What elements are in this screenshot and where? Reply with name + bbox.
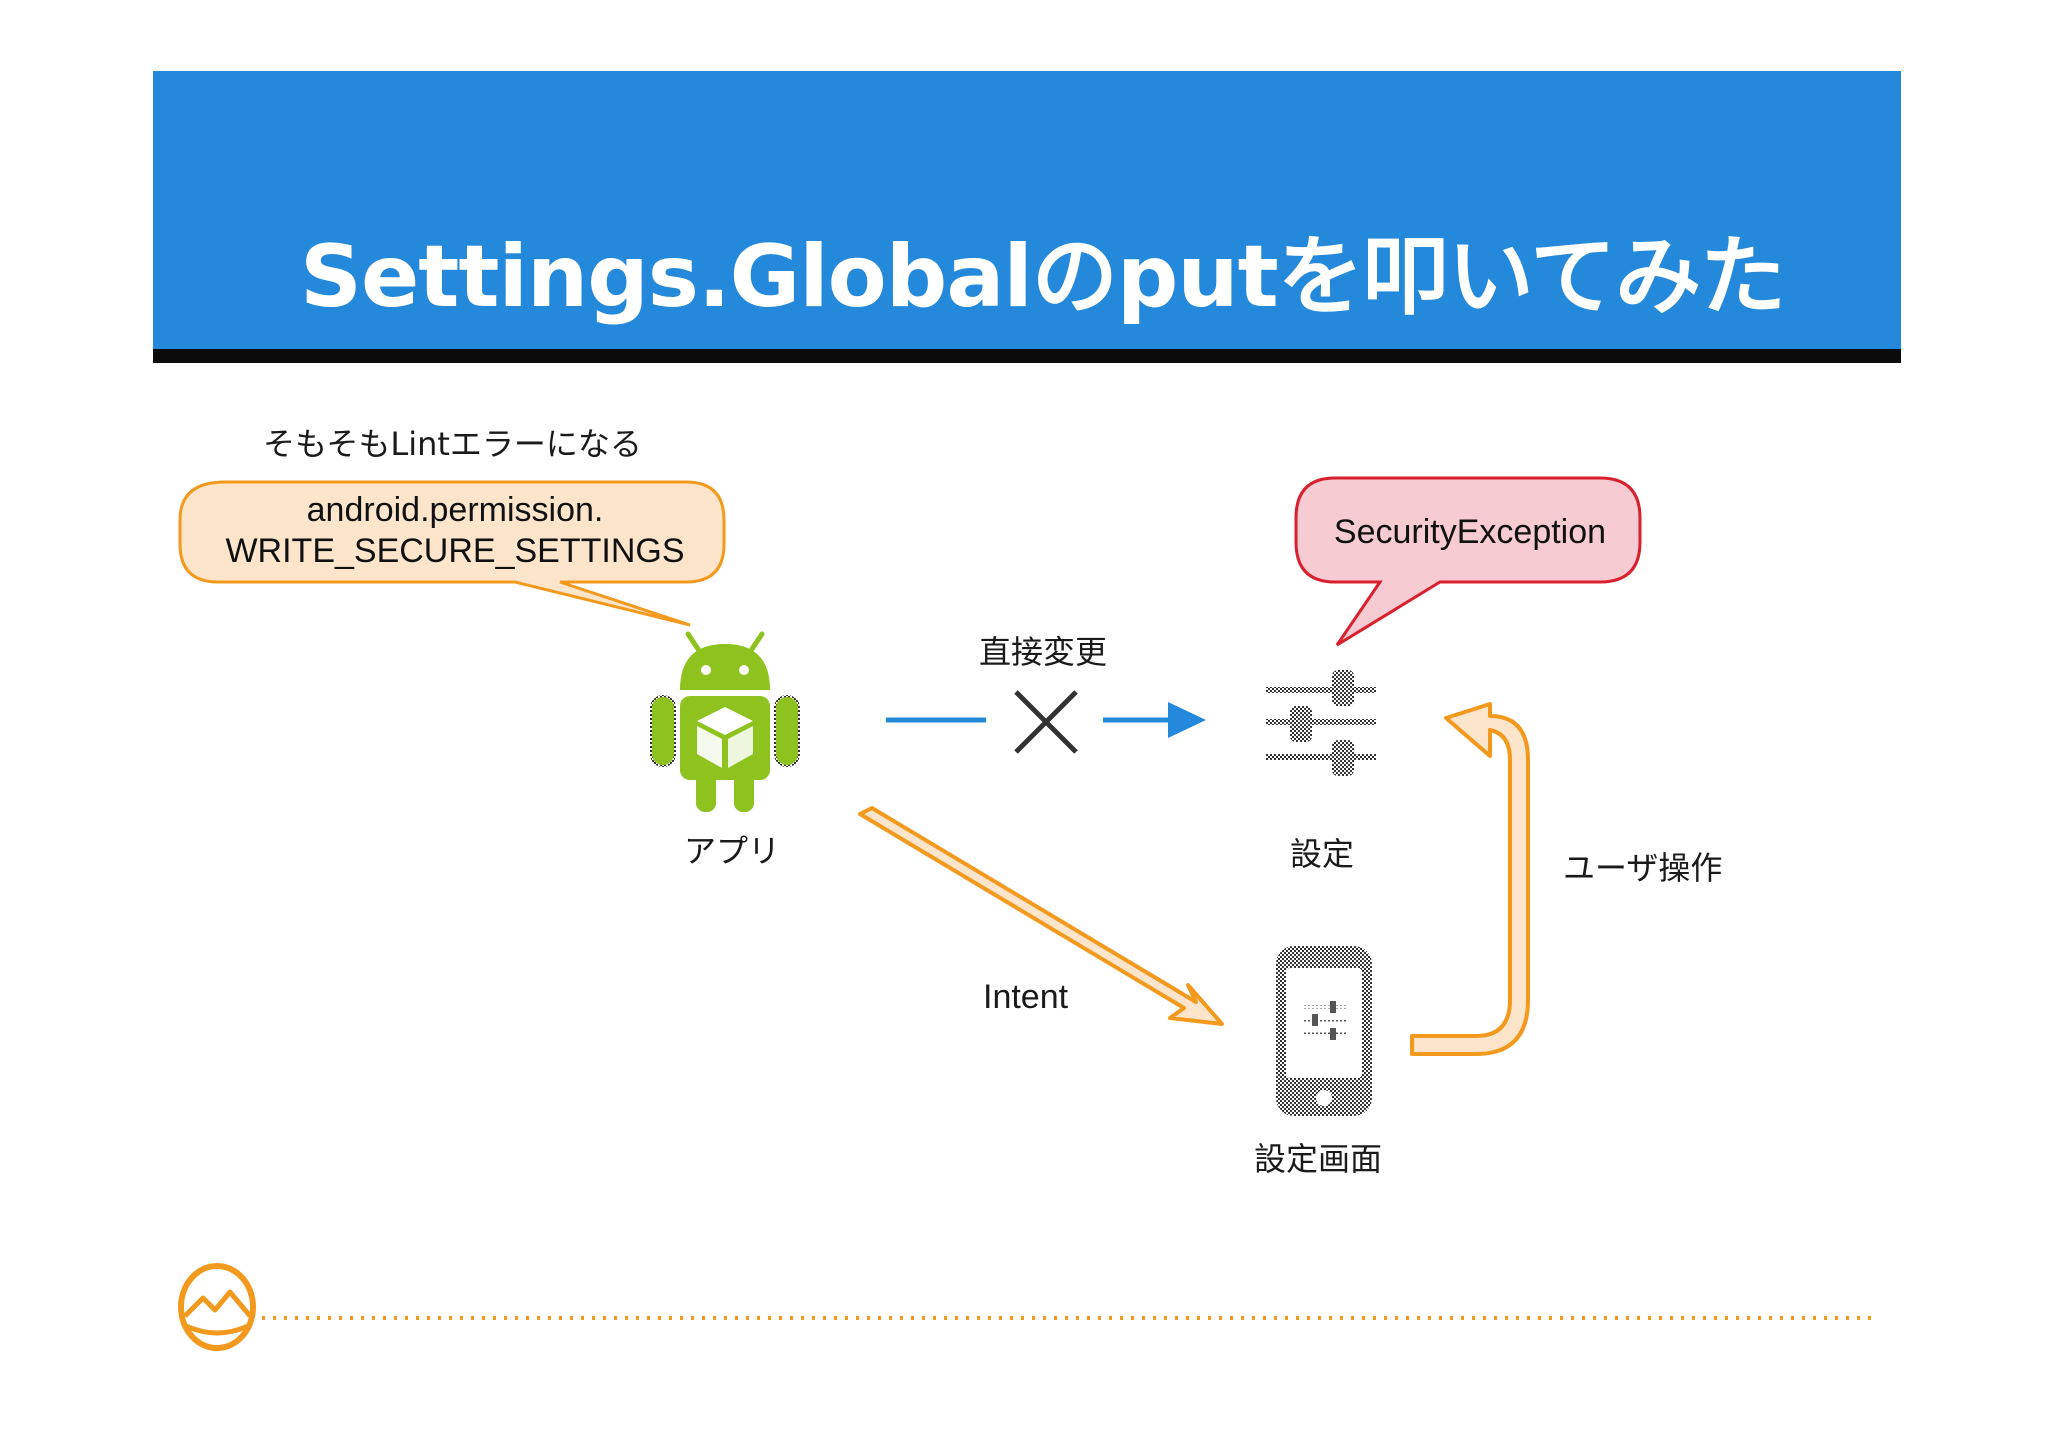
title-banner-rule <box>153 349 1901 363</box>
direct-change-arrow <box>886 702 1206 738</box>
title-banner <box>153 71 1901 349</box>
phone-settings-icon <box>1276 946 1372 1116</box>
permission-bubble-text: android.permission. WRITE_SECURE_SETTING… <box>185 490 725 572</box>
sliders-icon <box>1266 670 1376 776</box>
cross-icon <box>1014 690 1078 754</box>
exception-bubble-text: SecurityException <box>1333 513 1607 551</box>
user-operation-label: ユーザ操作 <box>1563 849 1723 887</box>
app-label: アプリ <box>684 832 781 870</box>
permission-line-1: android.permission. <box>306 491 604 529</box>
intent-arrow <box>858 806 1224 1026</box>
settings-label: 設定 <box>1290 835 1355 873</box>
slide-title: Settings.Globalのputを叩いてみた <box>300 227 1786 327</box>
permission-bubble <box>178 480 726 627</box>
permission-line-2: WRITE_SECURE_SETTINGS <box>225 532 685 570</box>
lint-error-note: そもそもLintエラーになる <box>263 425 642 463</box>
intent-label: Intent <box>983 978 1069 1016</box>
egg-logo-icon <box>178 1263 256 1351</box>
user-operation-arrow <box>1410 702 1530 1056</box>
direct-change-label: 直接変更 <box>979 633 1108 671</box>
android-robot-icon <box>650 631 800 812</box>
exception-bubble <box>1294 476 1642 647</box>
settings-screen-label: 設定画面 <box>1254 1140 1383 1178</box>
